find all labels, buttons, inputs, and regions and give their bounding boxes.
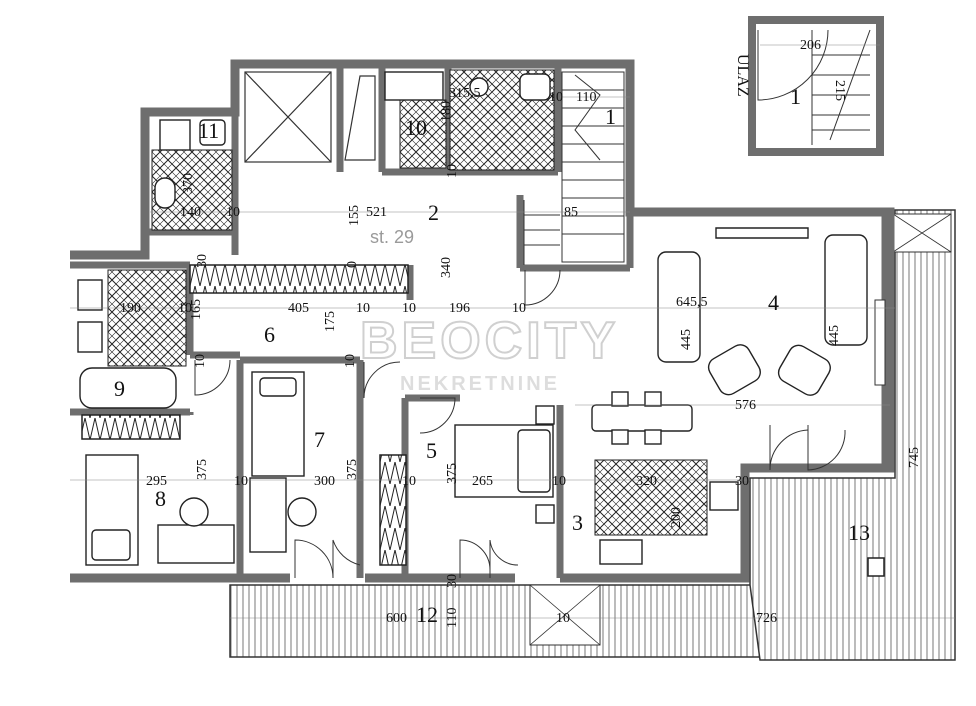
dim-label: 445 bbox=[679, 329, 694, 350]
dim-label: 370 bbox=[181, 173, 196, 194]
watermark-logo: BEOCITY NEKRETNINE bbox=[359, 311, 619, 395]
dim-label: 155 bbox=[347, 205, 362, 226]
tiled-floors bbox=[107, 69, 708, 536]
dim-label: 110 bbox=[576, 90, 596, 105]
dim-label: 10 bbox=[512, 301, 526, 316]
room-label-1b: 1 bbox=[605, 104, 616, 129]
room-label-5: 5 bbox=[426, 438, 437, 463]
dim-label: 165 bbox=[189, 299, 204, 320]
dim-label: 10 bbox=[234, 474, 248, 489]
dim-label: 10 bbox=[343, 354, 358, 368]
dim-label: 315,5 bbox=[449, 86, 481, 101]
room-label-7: 7 bbox=[314, 427, 325, 452]
dim-label: 190 bbox=[120, 301, 141, 316]
dim-label: 85 bbox=[564, 205, 578, 220]
dim-label: 576 bbox=[735, 398, 756, 413]
room-label-12: 12 bbox=[416, 602, 438, 627]
dim-label: 405 bbox=[288, 301, 309, 316]
room-label-11: 11 bbox=[198, 118, 219, 143]
dim-label: 265 bbox=[472, 474, 493, 489]
room-label-9: 9 bbox=[114, 376, 125, 401]
dim-label: 200 bbox=[669, 507, 684, 528]
dim-label: 30 bbox=[445, 574, 460, 588]
terrace-13 bbox=[749, 209, 956, 661]
interior-walls bbox=[70, 64, 889, 578]
dim-label: 10 bbox=[549, 90, 563, 105]
room-label-13: 13 bbox=[848, 520, 870, 545]
apartment-number: st. 29 bbox=[370, 227, 414, 247]
dim-label: 521 bbox=[366, 205, 387, 220]
dim-label: 215 bbox=[832, 80, 847, 101]
dim-label: 375 bbox=[445, 463, 460, 484]
bathroom-fixtures bbox=[77, 71, 551, 409]
dim-label: 340 bbox=[439, 257, 454, 278]
dim-label: 445 bbox=[827, 325, 842, 346]
entrance-text: ULAZ bbox=[734, 54, 751, 97]
dim-label: 375 bbox=[345, 459, 360, 480]
dim-label: 10 bbox=[356, 301, 370, 316]
wardrobe-room-8 bbox=[81, 414, 181, 440]
dim-label: 110 bbox=[445, 608, 460, 628]
dim-label: 30 bbox=[195, 254, 210, 268]
dim-label: 10 bbox=[193, 354, 208, 368]
room-label-4: 4 bbox=[768, 290, 779, 315]
doors bbox=[194, 29, 886, 579]
dim-label: 295 bbox=[146, 474, 167, 489]
dim-label: 745 bbox=[907, 447, 922, 468]
watermark-brand: BEOCITY bbox=[360, 312, 619, 370]
dimension-lines bbox=[70, 44, 955, 619]
dim-label: 600 bbox=[386, 611, 407, 626]
stairs bbox=[523, 29, 871, 265]
dim-label: 10 bbox=[552, 474, 566, 489]
dim-label: 10 bbox=[178, 301, 192, 316]
dimension-labels: 206 215 315,5 10 110 180 10 370 140 10 1… bbox=[120, 38, 922, 628]
dim-label: 645,5 bbox=[676, 295, 708, 310]
dim-label: 10 bbox=[445, 164, 460, 178]
dim-label: 206 bbox=[800, 38, 821, 53]
dim-label: 320 bbox=[636, 474, 657, 489]
dim-label: 726 bbox=[756, 611, 777, 626]
shafts bbox=[244, 71, 376, 163]
dim-label: 140 bbox=[180, 205, 201, 220]
dim-label: 10 bbox=[402, 474, 416, 489]
room-label-10: 10 bbox=[405, 115, 427, 140]
dim-label: 10 bbox=[226, 205, 240, 220]
dim-label: 10 bbox=[556, 611, 570, 626]
dim-label: 10 bbox=[402, 301, 416, 316]
room-label-2: 2 bbox=[428, 200, 439, 225]
entrance-label: ULAZ bbox=[734, 54, 751, 97]
dim-label: 0 bbox=[345, 261, 360, 268]
wardrobe-room-7 bbox=[379, 454, 407, 566]
wardrobe-hall bbox=[189, 264, 409, 294]
terrace-12 bbox=[229, 584, 761, 658]
room-label-6: 6 bbox=[264, 322, 275, 347]
room-label-3: 3 bbox=[572, 510, 583, 535]
dim-label: 175 bbox=[323, 311, 338, 332]
dim-label: 300 bbox=[314, 474, 335, 489]
dim-label: 180 bbox=[439, 101, 454, 122]
dim-label: 375 bbox=[195, 459, 210, 480]
dim-label: 30 bbox=[735, 474, 749, 489]
dim-label: 196 bbox=[449, 301, 470, 316]
watermark-sub: NEKRETNINE bbox=[400, 373, 560, 395]
room-labels: 1 1 2 3 4 5 6 7 8 9 10 11 12 13 bbox=[114, 84, 870, 627]
furniture-living bbox=[591, 227, 868, 565]
furniture-bedrooms bbox=[85, 371, 555, 566]
room-label-8: 8 bbox=[155, 486, 166, 511]
room-label-1a: 1 bbox=[790, 84, 801, 109]
